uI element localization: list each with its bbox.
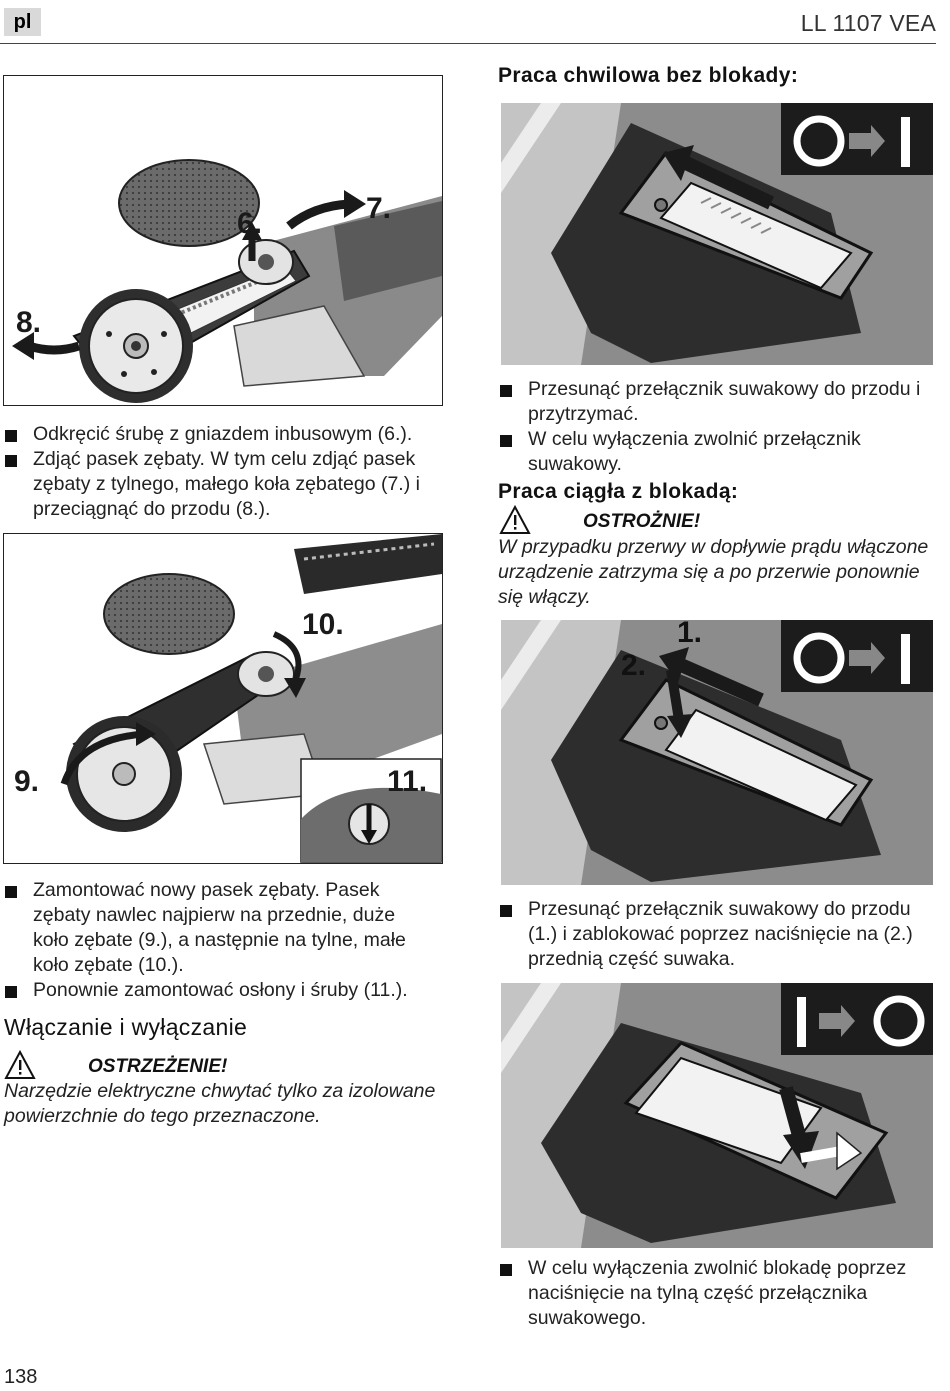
steps-momentary: Przesunąć przełącznik suwakowy do przodu… bbox=[499, 377, 929, 477]
figure-switch-momentary bbox=[501, 103, 933, 365]
label-9: 9. bbox=[14, 765, 39, 798]
caution-label: OSTROŻNIE! bbox=[583, 511, 701, 532]
figure-belt-removal: 6. 7. 8. bbox=[3, 75, 443, 406]
header-rule bbox=[0, 43, 936, 44]
label-2: 2. bbox=[621, 649, 646, 682]
figure-belt-install: 10. 9. 11. bbox=[3, 533, 443, 864]
steps-continuous: Przesunąć przełącznik suwakowy do przodu… bbox=[499, 897, 931, 972]
title-continuous: Praca ciągła z blokadą: bbox=[498, 480, 739, 503]
label-10: 10. bbox=[302, 608, 344, 641]
warning-label: OSTRZEŻENIE! bbox=[88, 1056, 228, 1077]
list-item: W celu wyłączenia zwolnić blokadę poprze… bbox=[499, 1256, 931, 1331]
label-6: 6. bbox=[237, 207, 262, 240]
caution-icon bbox=[499, 504, 531, 540]
title-momentary: Praca chwilowa bez blokady: bbox=[498, 64, 799, 87]
figure-switch-continuous: 1. 2. bbox=[501, 620, 933, 885]
model-name: LL 1107 VEA bbox=[800, 10, 936, 36]
warning-icon bbox=[4, 1049, 36, 1085]
list-item: Przesunąć przełącznik suwakowy do przodu… bbox=[499, 897, 931, 972]
steps-belt-removal: Odkręcić śrubę z gniazdem inbusowym (6.)… bbox=[4, 422, 434, 522]
label-1: 1. bbox=[677, 620, 702, 649]
list-item: Ponownie zamontować osłony i śruby (11.)… bbox=[4, 978, 429, 1003]
page-number: 138 bbox=[4, 1366, 38, 1388]
label-7: 7. bbox=[366, 192, 391, 225]
list-item: Zdjąć pasek zębaty. W tym celu zdjąć pas… bbox=[4, 447, 434, 522]
list-item: Zamontować nowy pasek zębaty. Pasek zęba… bbox=[4, 878, 429, 978]
label-11: 11. bbox=[387, 765, 427, 798]
steps-belt-install: Zamontować nowy pasek zębaty. Pasek zęba… bbox=[4, 878, 429, 1003]
steps-release: W celu wyłączenia zwolnić blokadę poprze… bbox=[499, 1256, 931, 1331]
figure-switch-release bbox=[501, 983, 933, 1248]
caution-text: W przypadku przerwy w dopływie prądu włą… bbox=[498, 536, 929, 608]
list-item: Przesunąć przełącznik suwakowy do przodu… bbox=[499, 377, 929, 427]
label-8: 8. bbox=[16, 306, 41, 339]
list-item: W celu wyłączenia zwolnić przełącznik su… bbox=[499, 427, 929, 477]
warning-text: Narzędzie elektryczne chwytać tylko za i… bbox=[4, 1080, 436, 1127]
language-badge: pl bbox=[4, 8, 41, 36]
list-item: Odkręcić śrubę z gniazdem inbusowym (6.)… bbox=[4, 422, 434, 447]
section-title-switching: Włączanie i wyłączanie bbox=[4, 1014, 248, 1040]
